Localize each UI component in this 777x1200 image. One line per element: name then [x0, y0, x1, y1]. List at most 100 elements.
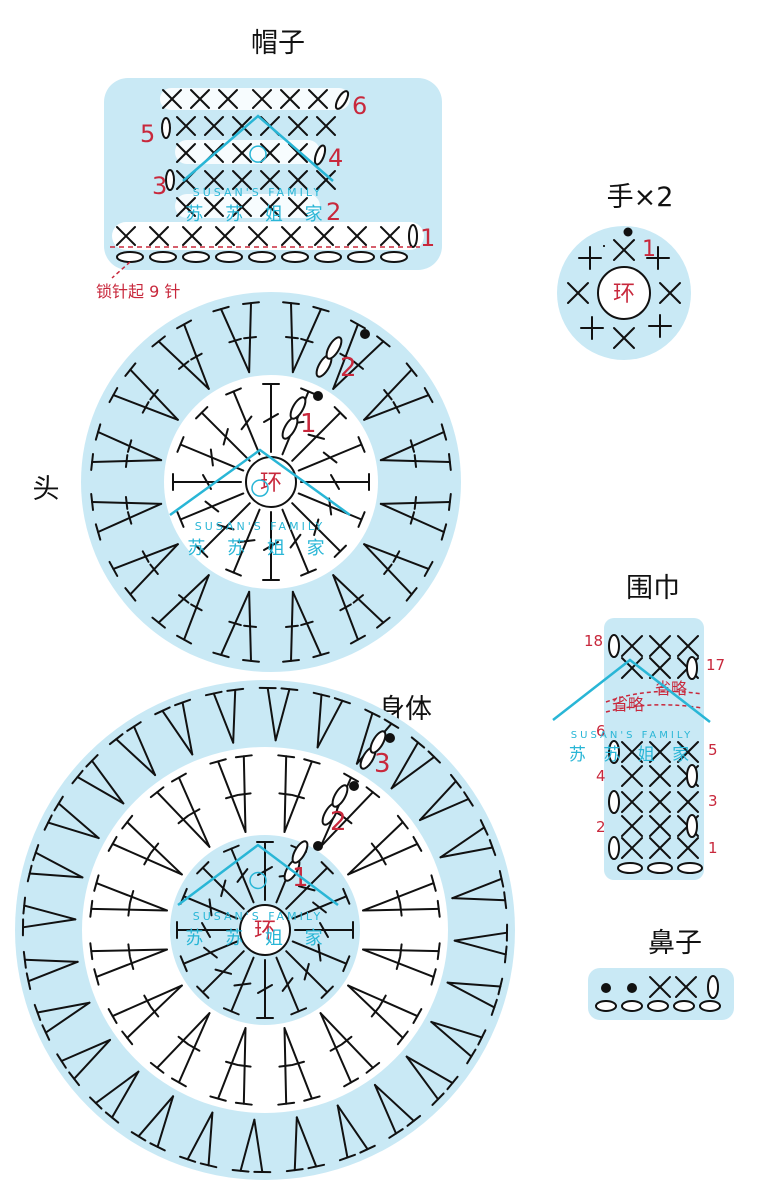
- increase-v-icon: [21, 896, 77, 937]
- increase-v-icon: [154, 698, 194, 756]
- double-crochet-icon: [179, 940, 239, 973]
- single-crochet-x-icon: [252, 89, 272, 109]
- single-crochet-x-icon: [621, 791, 643, 813]
- single-crochet-x-icon: [149, 226, 169, 246]
- single-crochet-plus-icon: [580, 316, 604, 340]
- head-ring-label: 环: [260, 471, 282, 496]
- increase-v-icon: [231, 1118, 272, 1174]
- single-crochet-x-icon: [621, 837, 643, 859]
- increase-v-icon: [285, 1116, 326, 1173]
- increase-v-icon: [336, 1104, 376, 1162]
- hand-chart: 手×2 环 1: [557, 182, 691, 360]
- hat-stitches: [116, 89, 418, 263]
- scarf-round-4: 4: [596, 767, 606, 785]
- chain-oval-icon: [647, 1000, 669, 1012]
- scarf-omit-line-upper: [605, 690, 703, 703]
- chain-oval-icon: [686, 764, 698, 788]
- watermark-yarn-ball-icon: [249, 145, 267, 163]
- chain-oval-icon: [291, 840, 309, 864]
- double-crochet-icon: [256, 959, 274, 1019]
- increase-v-icon: [332, 319, 391, 390]
- chain-oval-icon: [707, 975, 719, 999]
- single-crochet-x-icon: [621, 815, 643, 837]
- increase-v-icon: [319, 1012, 381, 1088]
- single-crochet-x-icon: [677, 791, 699, 813]
- double-crochet-icon: [225, 508, 261, 577]
- watermark-roof-icon: [169, 448, 351, 517]
- single-crochet-x-icon: [260, 197, 280, 217]
- double-crochet-icon: [196, 861, 245, 910]
- increase-v-icon: [362, 942, 441, 986]
- chain-oval-icon: [673, 1000, 695, 1012]
- chain-oval-icon: [608, 790, 620, 814]
- single-crochet-x-icon: [649, 837, 671, 859]
- increase-v-icon: [430, 1020, 487, 1065]
- chain-oval-icon: [617, 862, 643, 874]
- increase-v-icon: [312, 691, 351, 749]
- scarf-round-17: 17: [706, 656, 725, 674]
- scarf-round-5: 5: [708, 741, 718, 759]
- chain-oval-icon: [116, 251, 144, 263]
- chain-oval-icon: [380, 251, 408, 263]
- hat-round-4: 4: [328, 144, 343, 172]
- increase-v-icon: [149, 1012, 211, 1088]
- single-crochet-x-icon: [288, 197, 308, 217]
- single-crochet-x-icon: [567, 282, 589, 304]
- double-crochet-icon: [176, 436, 245, 472]
- chain-oval-icon: [165, 169, 175, 191]
- double-crochet-icon: [300, 473, 370, 491]
- single-crochet-x-icon: [288, 170, 308, 190]
- increase-v-icon: [107, 984, 183, 1046]
- double-crochet-icon: [222, 956, 255, 1016]
- single-crochet-x-icon: [649, 815, 671, 837]
- single-crochet-plus-icon: [646, 246, 670, 270]
- watermark-roof-icon: [552, 658, 711, 723]
- increase-v-icon: [347, 984, 423, 1046]
- head-slip-stitch-dot-2: [360, 329, 370, 339]
- nose-chart: 鼻子: [588, 928, 734, 1020]
- chain-oval-icon: [313, 144, 327, 166]
- double-crochet-icon: [291, 406, 347, 462]
- double-crochet-icon: [291, 887, 351, 920]
- single-crochet-x-icon: [380, 226, 400, 246]
- watermark-roof-icon: [182, 114, 334, 182]
- increase-v-icon: [453, 923, 509, 964]
- increase-v-icon: [390, 736, 441, 790]
- head-chart: 头 环 2 1: [33, 292, 461, 672]
- double-crochet-icon: [281, 508, 317, 577]
- hand-title: 手×2: [607, 182, 674, 213]
- head-round-1: 1: [300, 409, 317, 439]
- single-crochet-x-icon: [232, 197, 252, 217]
- double-crochet-icon: [225, 387, 261, 456]
- body-stitches: [21, 686, 509, 1174]
- increase-v-icon: [56, 1038, 112, 1087]
- increase-v-icon: [26, 844, 84, 883]
- chain-oval-icon: [608, 740, 620, 764]
- watermark-latin: SUSAN'S FAMILY: [193, 186, 323, 199]
- single-crochet-x-icon: [649, 741, 671, 763]
- single-crochet-x-icon: [248, 226, 268, 246]
- chain-oval-icon: [608, 836, 620, 860]
- increase-v-icon: [209, 1027, 253, 1106]
- increase-v-icon: [277, 1027, 321, 1106]
- increase-v-icon: [89, 1070, 140, 1124]
- chain-oval-icon: [608, 634, 620, 658]
- increase-v-icon: [130, 1095, 175, 1152]
- increase-v-icon: [258, 686, 299, 742]
- single-crochet-x-icon: [621, 657, 643, 679]
- hat-round-5: 5: [140, 120, 155, 148]
- double-crochet-icon: [285, 861, 334, 910]
- hand-slip-stitch-dot: [623, 227, 633, 237]
- increase-v-icon: [90, 423, 163, 471]
- head-round-2: 2: [340, 353, 357, 383]
- double-crochet-icon: [291, 502, 347, 558]
- slip-stitch-dot-icon: [601, 983, 611, 993]
- body-ring-label: 环: [254, 919, 276, 944]
- single-crochet-x-icon: [280, 89, 300, 109]
- increase-v-icon: [43, 795, 100, 840]
- double-crochet-icon: [195, 406, 251, 462]
- body-magic-ring: [239, 904, 291, 956]
- increase-v-icon: [379, 493, 452, 541]
